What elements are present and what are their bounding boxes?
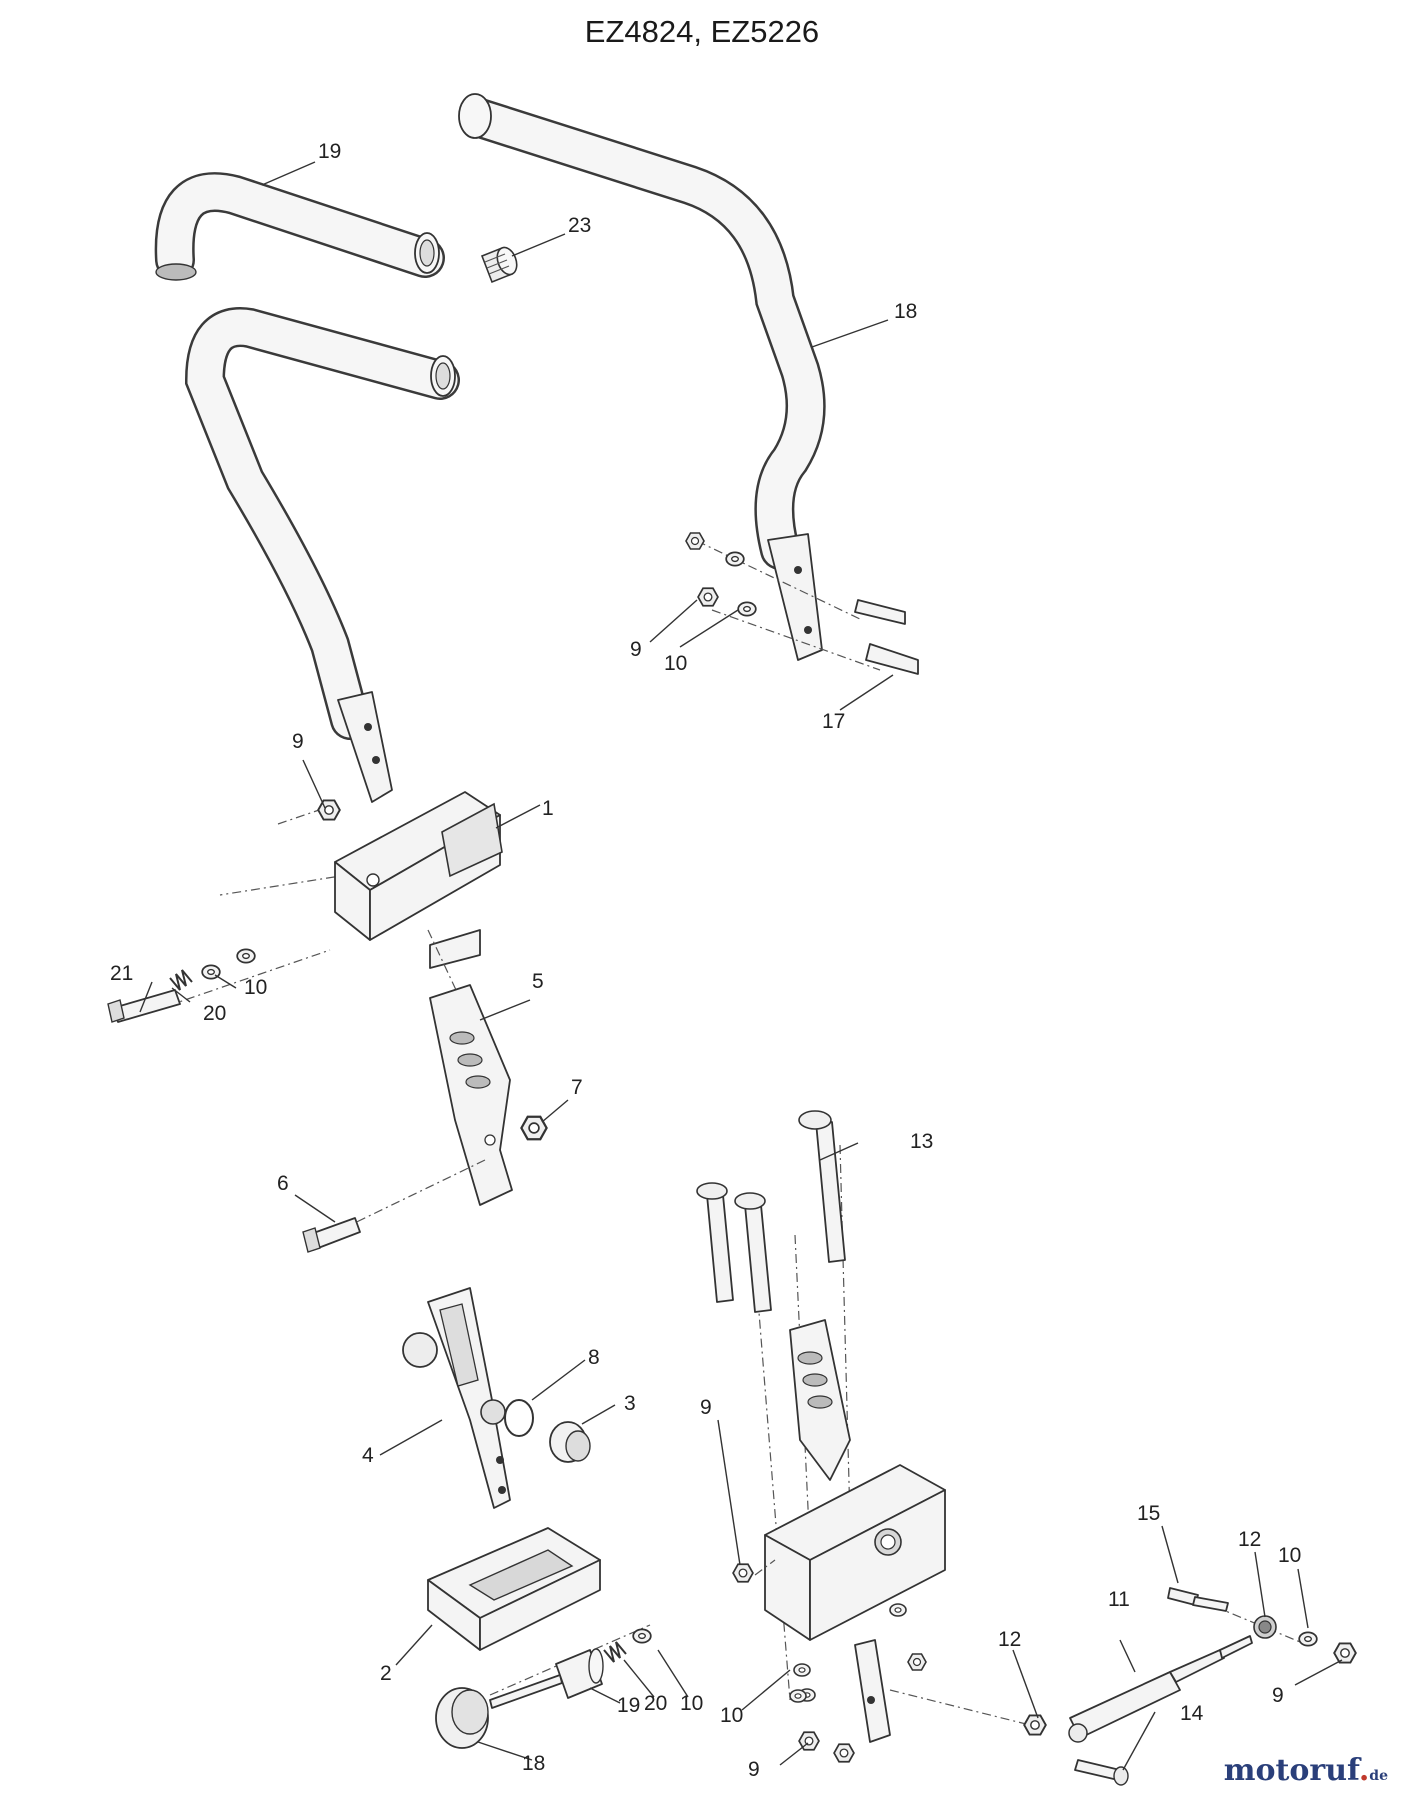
right-handle-hardware [685, 532, 919, 675]
callout-10-lower: 10 [720, 1704, 743, 1727]
callout-labels: 19 23 18 9 10 17 9 1 21 10 20 5 7 6 13 8… [110, 140, 1301, 1781]
callout-9-middle: 9 [700, 1396, 712, 1419]
callout-15: 15 [1137, 1502, 1160, 1525]
callout-10-bracket: 10 [244, 976, 267, 999]
callout-12-middle: 12 [998, 1628, 1021, 1651]
part-19-sleeve [555, 1648, 604, 1699]
right-lower-bracket [764, 1319, 946, 1743]
callout-12-right: 12 [1238, 1528, 1261, 1551]
callout-22: 19 [318, 140, 341, 163]
callout-5: 5 [532, 970, 544, 993]
callout-19-label: 19 [617, 1694, 640, 1717]
part-18-knob [435, 1687, 489, 1749]
right-lower-hardware [732, 1559, 1047, 1763]
part-4-lever-arm [402, 1287, 511, 1509]
part-8-ring [504, 1399, 534, 1437]
callout-13: 13 [910, 1130, 933, 1153]
part-2-base [427, 1527, 601, 1651]
callout-10-right: 10 [1278, 1544, 1301, 1567]
callout-6: 6 [277, 1172, 289, 1195]
callout-9-right-label: 9 [1272, 1684, 1284, 1707]
callout-20-upper: 20 [203, 1002, 226, 1025]
left-control-handle [184, 307, 460, 803]
leader-lines [139, 161, 1343, 1771]
callout-3: 3 [624, 1392, 636, 1415]
part-5-lever [427, 929, 513, 1206]
callout-10-upper: 10 [664, 652, 687, 675]
callout-9-lower: 9 [748, 1758, 760, 1781]
part-23-plug [480, 246, 518, 284]
callout-23: 23 [568, 214, 591, 237]
watermark-logo: motoruf.de [1223, 1753, 1388, 1788]
callout-17: 18 [894, 300, 917, 323]
callout-2: 2 [380, 1662, 392, 1685]
lower-knob-assembly [435, 1624, 652, 1749]
spring-20-lower [603, 1641, 627, 1663]
part-3-bushing [549, 1421, 591, 1463]
part-1-upper-bracket [219, 791, 503, 969]
part-7-nut [520, 1115, 548, 1141]
part-14-pin [1074, 1759, 1129, 1786]
part-22-grip-handle [154, 172, 445, 281]
callout-9-upper: 9 [630, 638, 642, 661]
callout-8: 8 [588, 1346, 600, 1369]
part-9-nut-right [1333, 1642, 1357, 1664]
callout-4: 4 [362, 1444, 374, 1467]
part-17-handle-bar [458, 93, 826, 661]
callout-18-label: 18 [522, 1752, 545, 1775]
spring-20-upper [169, 969, 193, 991]
diagram-title: EZ4824, EZ5226 [584, 14, 820, 49]
part-12-ball-joint [1253, 1615, 1277, 1639]
part-6-bolt [302, 1159, 486, 1253]
bracket-hardware-row [107, 948, 331, 1023]
part-15-bolt [1167, 1587, 1301, 1643]
callout-20-lower: 20 [644, 1692, 667, 1715]
callout-11: 11 [1108, 1588, 1130, 1611]
callout-9-bracket: 9 [292, 730, 304, 753]
callout-14: 14 [1180, 1702, 1204, 1725]
callout-21: 21 [110, 962, 133, 985]
part-11-damper [1068, 1635, 1253, 1743]
callout-10-lower-left: 10 [680, 1692, 703, 1715]
part-10-washer-right [1298, 1631, 1318, 1647]
callout-16: 17 [822, 710, 845, 733]
callout-7: 7 [571, 1076, 583, 1099]
callout-1: 1 [542, 797, 554, 820]
